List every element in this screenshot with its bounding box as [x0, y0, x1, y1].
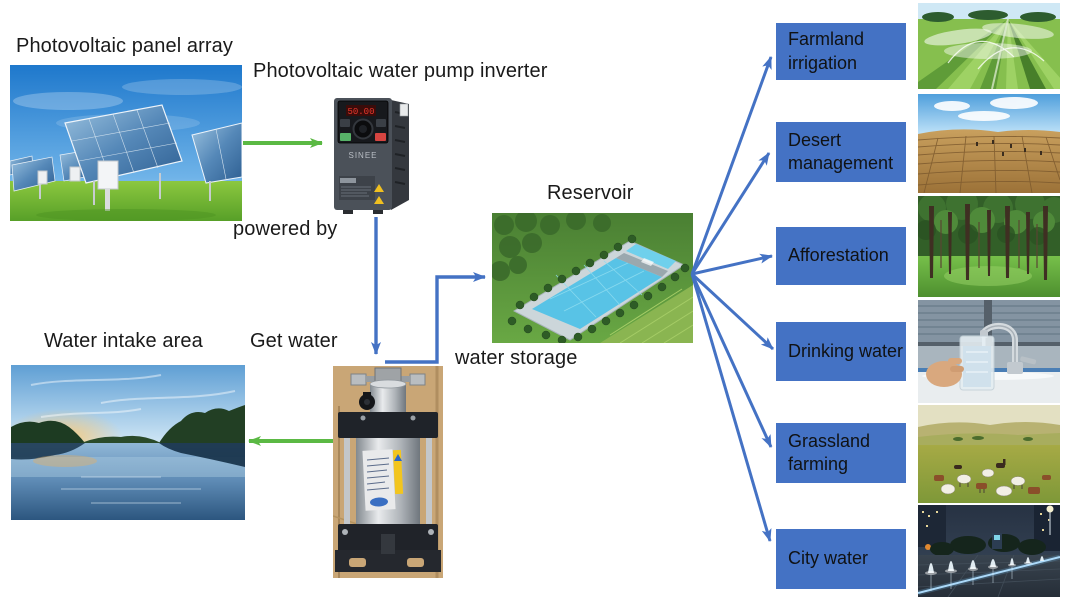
- use-box-label: Farmland irrigation: [788, 29, 865, 73]
- water-pump-photo: [333, 366, 443, 578]
- inverter-brand: SINEE: [348, 151, 377, 160]
- desert-management-photo: [918, 94, 1060, 193]
- use-box-city-water: City water: [776, 529, 906, 589]
- use-box-farmland-irrigation: Farmland irrigation: [776, 23, 906, 80]
- use-box-grassland-farming: Grassland farming: [776, 423, 906, 483]
- grassland-farming-photo: [918, 405, 1060, 503]
- reservoir-photo: [492, 213, 693, 343]
- water-intake-photo: [11, 365, 245, 520]
- use-box-label: Desert management: [788, 129, 894, 173]
- use-box-label: Afforestation: [788, 245, 889, 266]
- drinking-water-photo: [918, 300, 1060, 403]
- arrow-reservoir-to-farmland-irrigation: [690, 56, 773, 275]
- arrow-reservoir-to-city-water: [690, 273, 772, 542]
- use-box-label: City water: [788, 548, 869, 569]
- afforestation-photo: [918, 196, 1060, 297]
- use-box-drinking-water: Drinking water: [776, 322, 906, 381]
- label-inverter: Photovoltaic water pump inverter: [253, 60, 548, 82]
- label-water-intake: Water intake area: [44, 330, 203, 352]
- use-box-desert-management: Desert management: [776, 122, 906, 182]
- solar-array-photo: [10, 65, 242, 221]
- use-box-label: Drinking water: [788, 340, 904, 361]
- use-box-label: Grassland farming: [788, 430, 871, 474]
- label-powered-by: powered by: [233, 218, 338, 240]
- city-water-photo: [918, 505, 1060, 597]
- inverter-display-value: 50.00: [347, 107, 374, 117]
- label-reservoir: Reservoir: [547, 182, 634, 204]
- label-water-storage: water storage: [455, 347, 578, 369]
- label-get-water: Get water: [250, 330, 338, 352]
- arrow-reservoir-to-afforestation: [691, 253, 773, 276]
- use-box-afforestation: Afforestation: [776, 227, 906, 285]
- arrow-reservoir-to-grassland-farming: [690, 273, 773, 448]
- arrow-reservoir-to-desert-management: [690, 152, 771, 275]
- label-solar-array: Photovoltaic panel array: [16, 35, 233, 57]
- inverter-photo: 50.00 SINEE: [327, 92, 422, 215]
- arrow-reservoir-to-drinking-water: [690, 272, 775, 351]
- farmland-irrigation-photo: [918, 3, 1060, 89]
